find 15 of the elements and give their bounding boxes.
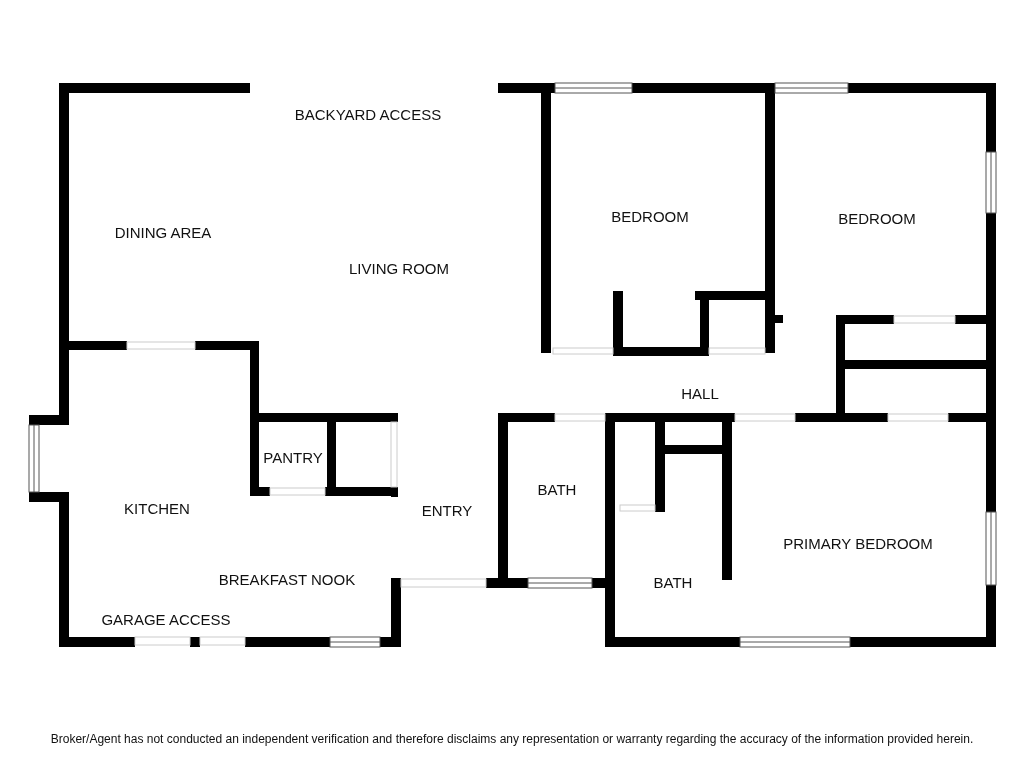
room-label: BATH <box>537 480 577 498</box>
room-label: PRIMARY BEDROOM <box>783 534 933 552</box>
disclaimer-text: Broker/Agent has not conducted an independent verification and therefore disclaims any representation or warranty regarding the accuracy of the information provided herein. <box>49 732 975 746</box>
room-label: LIVING ROOM <box>349 259 449 277</box>
room-label: BEDROOM <box>611 207 689 225</box>
room-label: ENTRY <box>421 501 473 519</box>
room-label: BACKYARD ACCESS <box>294 105 442 123</box>
room-label: HALL <box>681 384 719 402</box>
room-label: DINING AREA <box>114 223 212 241</box>
room-label: GARAGE ACCESS <box>101 610 231 628</box>
room-label: BATH <box>653 573 693 591</box>
room-label: PANTRY <box>263 448 323 466</box>
room-label: KITCHEN <box>124 499 190 517</box>
room-label: BREAKFAST NOOK <box>218 570 356 588</box>
room-label: BEDROOM <box>838 209 916 227</box>
